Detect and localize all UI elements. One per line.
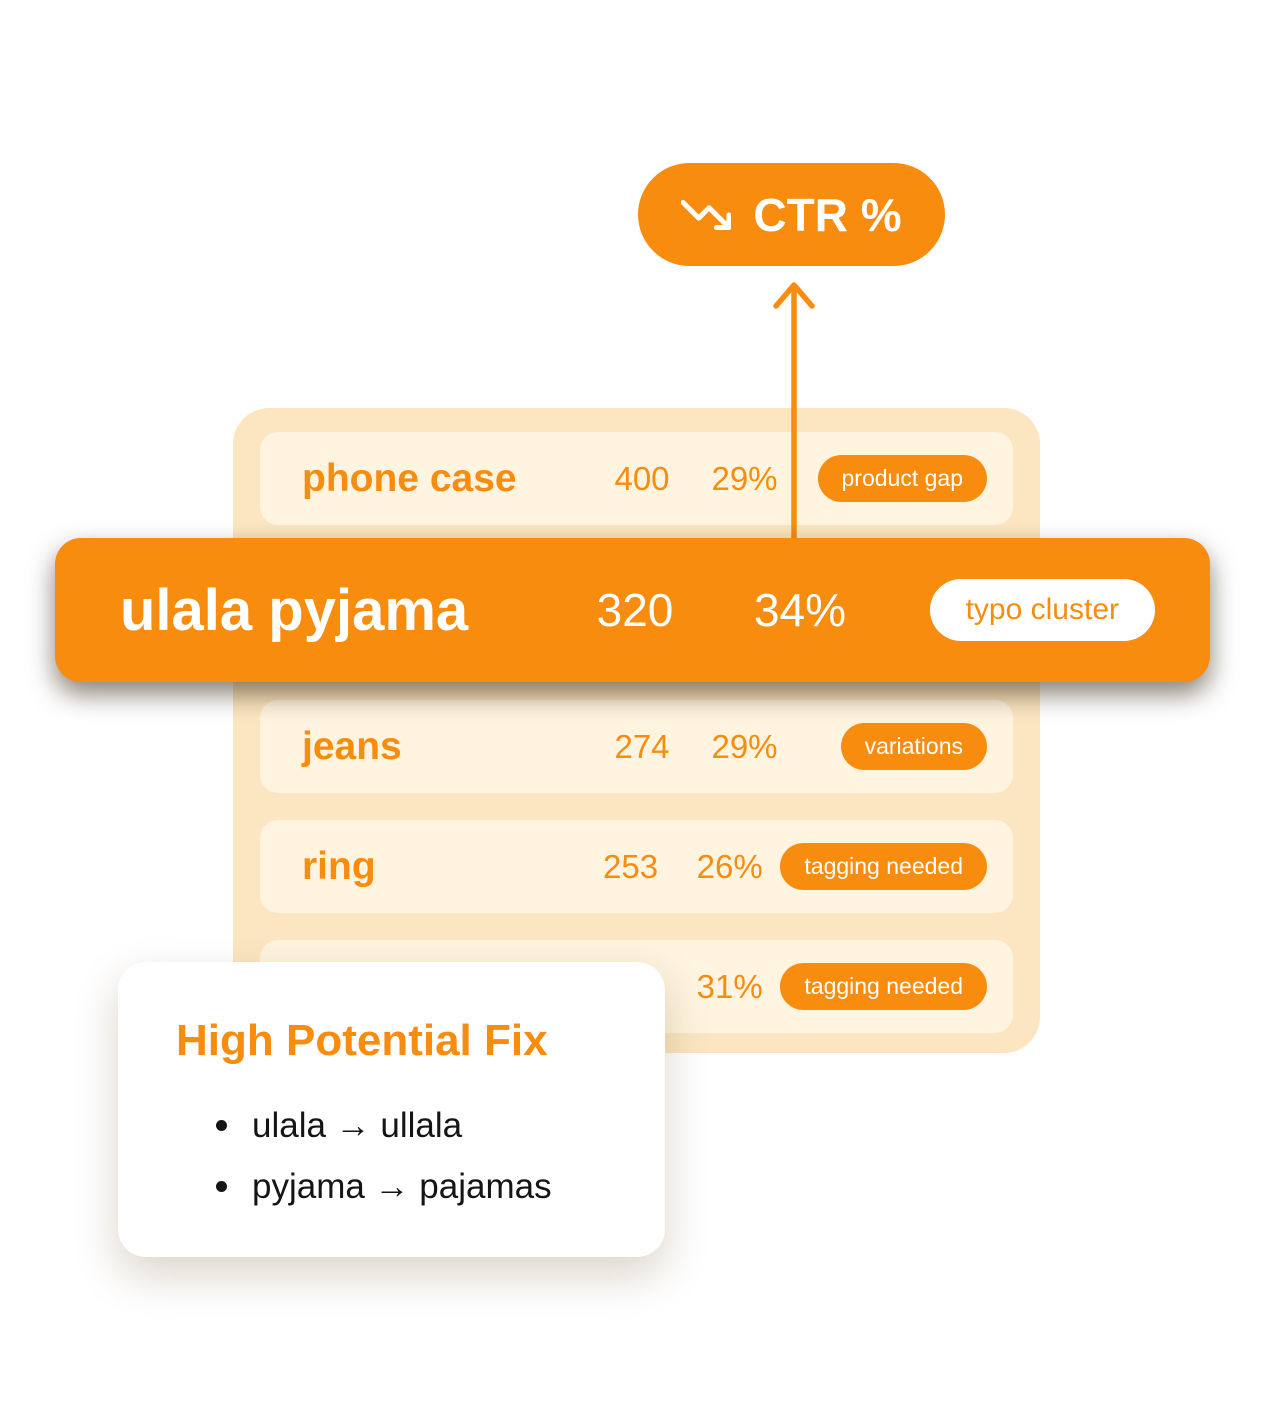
ctr-value: 26% [696, 847, 763, 885]
status-badge: tagging needed [780, 843, 987, 890]
ctr-value: 31% [696, 967, 763, 1005]
table-row: jeans 274 29% variations [260, 700, 1013, 793]
arrow-up-icon [773, 282, 815, 565]
high-potential-fix-card: High Potential Fix ulala → ullala pyjama… [118, 962, 665, 1257]
count-value: 400 [614, 459, 670, 497]
count-value: 274 [614, 727, 670, 765]
table-row: phone case 400 29% product gap [260, 432, 1013, 525]
ctr-value: 29% [711, 459, 778, 497]
highlighted-table-row: ulala pyjama 320 34% typo cluster [55, 538, 1210, 682]
table-row: ring 253 26% tagging needed [260, 820, 1013, 913]
status-badge: variations [840, 723, 987, 770]
ctr-value: 29% [711, 727, 778, 765]
search-terms-table: phone case 400 29% product gap jeans 274… [233, 408, 1040, 1053]
query-label: ulala pyjama [120, 577, 469, 643]
query-label: ring [302, 844, 376, 888]
trending-down-icon [681, 190, 732, 240]
ctr-badge-label: CTR % [753, 188, 902, 241]
count-value: 320 [596, 584, 674, 636]
count-value: 253 [603, 847, 659, 885]
query-label: jeans [302, 724, 402, 768]
status-badge: product gap [817, 455, 987, 502]
status-badge: tagging needed [780, 963, 987, 1010]
ctr-value: 34% [753, 584, 847, 636]
ctr-badge: CTR % [638, 163, 945, 266]
fix-list-item: pyjama → pajamas [210, 1156, 625, 1217]
fix-card-title: High Potential Fix [176, 1016, 548, 1065]
fix-list-item: ulala → ullala [210, 1095, 625, 1156]
query-label: phone case [302, 456, 517, 500]
fix-list: ulala → ullala pyjama → pajamas [176, 1095, 625, 1218]
typo-cluster-badge: typo cluster [929, 579, 1155, 641]
